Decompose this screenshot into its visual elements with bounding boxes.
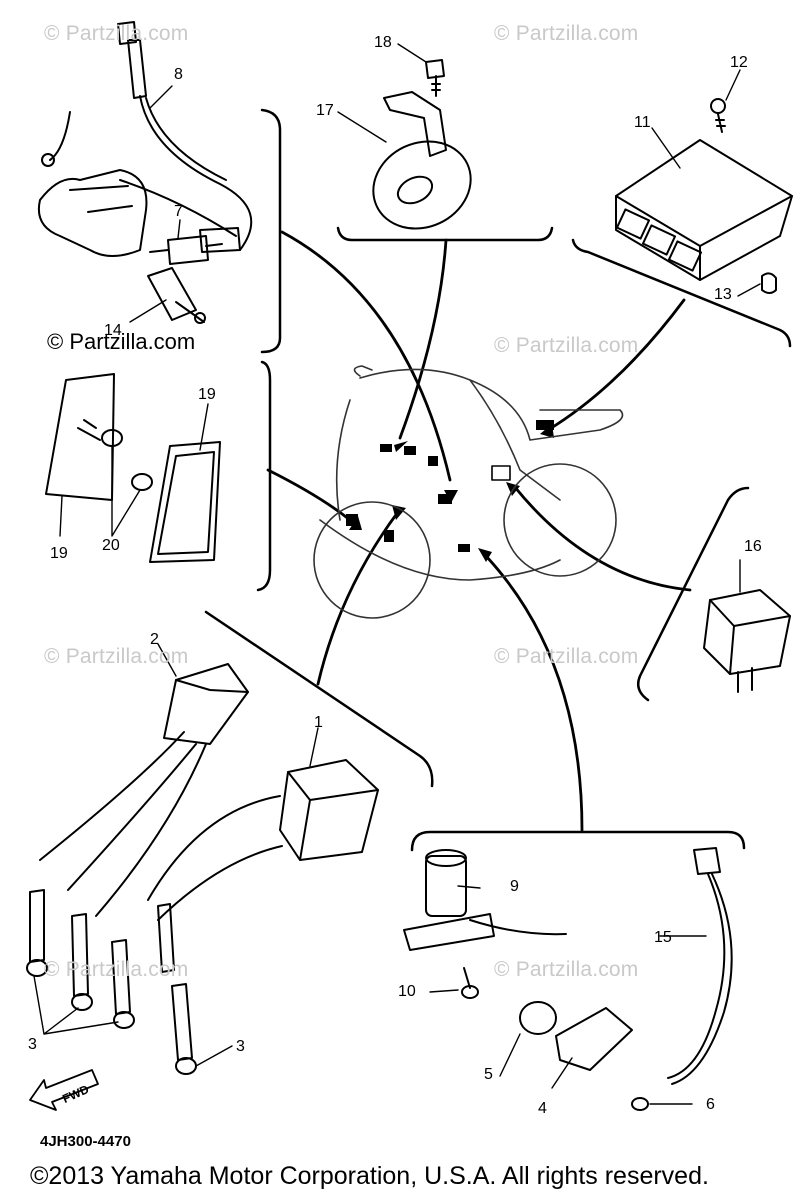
- bracket-left-middle: [256, 360, 272, 592]
- arrowheads: [349, 424, 554, 562]
- connector-lines: [266, 230, 692, 832]
- callout-3-left: 3: [28, 1036, 37, 1053]
- watermark: © Partzilla.com: [494, 22, 639, 45]
- part-12-screw: [710, 98, 726, 133]
- leader-lines: [33, 43, 761, 1105]
- watermark: © Partzilla.com: [494, 958, 639, 981]
- arrow-from-horn: [398, 238, 448, 440]
- callout-2: 2: [150, 631, 159, 648]
- bracket-cdi: [571, 238, 792, 348]
- callout-5: 5: [484, 1066, 493, 1083]
- callout-6: 6: [706, 1096, 715, 1113]
- callout-4: 4: [538, 1100, 547, 1117]
- part-3-plug-caps: [26, 889, 197, 1075]
- callout-7: 7: [174, 203, 183, 220]
- arrow-from-switches: [280, 230, 452, 482]
- callout-9: 9: [510, 878, 519, 895]
- arrow-from-reflectors: [266, 468, 352, 522]
- callout-11: 11: [634, 114, 651, 131]
- callout-18: 18: [374, 34, 392, 51]
- part-15-lead-wire: [667, 847, 733, 1085]
- callout-20: 20: [102, 537, 120, 554]
- watermark: © Partzilla.com: [44, 645, 189, 668]
- callout-19-upper: 19: [198, 386, 216, 403]
- part-18-bolt: [425, 59, 445, 97]
- copyright-notice: ©2013 Yamaha Motor Corporation, U.S.A. A…: [30, 1162, 709, 1190]
- watermark: © Partzilla.com: [44, 958, 189, 981]
- callout-3-right: 3: [236, 1038, 245, 1055]
- bracket-horn: [336, 226, 554, 242]
- part-11-cdi-unit: [615, 139, 793, 281]
- part-1-ignition-coil: [147, 759, 379, 921]
- part-19-reflector-right: [149, 441, 221, 563]
- callout-1: 1: [314, 714, 323, 731]
- part-14-switch: [147, 267, 206, 324]
- part-4-sensor: [555, 1007, 633, 1071]
- part-20-nuts: [101, 429, 153, 491]
- watermark: © Partzilla.com: [494, 645, 639, 668]
- partzilla-credit: © Partzilla.com: [47, 329, 196, 354]
- arrow-from-relay: [512, 484, 692, 592]
- callout-15: 15: [654, 929, 672, 946]
- bracket-ignition: [204, 610, 434, 788]
- bracket-relay: [637, 486, 750, 702]
- fwd-arrow: [29, 1069, 99, 1111]
- bracket-bottom: [410, 830, 746, 852]
- bike-relay-marker: [491, 465, 511, 481]
- part-10-bolt: [461, 967, 479, 999]
- arrow-from-cdi: [546, 298, 686, 432]
- part-6-bolt: [631, 1097, 649, 1111]
- part-9-relay: [403, 849, 567, 951]
- watermark: © Partzilla.com: [494, 334, 639, 357]
- callout-13: 13: [714, 286, 732, 303]
- part-19-reflector-left: [45, 373, 115, 501]
- part-2-ignition-coil: [39, 663, 249, 917]
- drawing-code: 4JH300-4470: [40, 1133, 131, 1150]
- callout-8: 8: [174, 66, 183, 83]
- callout-17: 17: [316, 102, 334, 119]
- part-17-horn: [372, 91, 472, 230]
- callout-19-lower: 19: [50, 545, 68, 562]
- callout-14: 14: [104, 322, 122, 339]
- part-7-switch: [149, 235, 223, 265]
- part-16-relay: [703, 589, 791, 693]
- part-8-sensor-harness: [38, 21, 253, 257]
- bracket-top-left: [260, 108, 282, 354]
- callout-16: 16: [744, 538, 762, 555]
- callout-10: 10: [398, 983, 416, 1000]
- part-13-grommet: [761, 272, 777, 294]
- callout-12: 12: [730, 54, 748, 71]
- watermark: © Partzilla.com: [44, 22, 189, 45]
- motorcycle-outline: [313, 365, 624, 619]
- bike-component-markers: [346, 420, 554, 552]
- part-5-o-ring: [519, 1001, 557, 1035]
- arrow-from-starter: [484, 554, 584, 832]
